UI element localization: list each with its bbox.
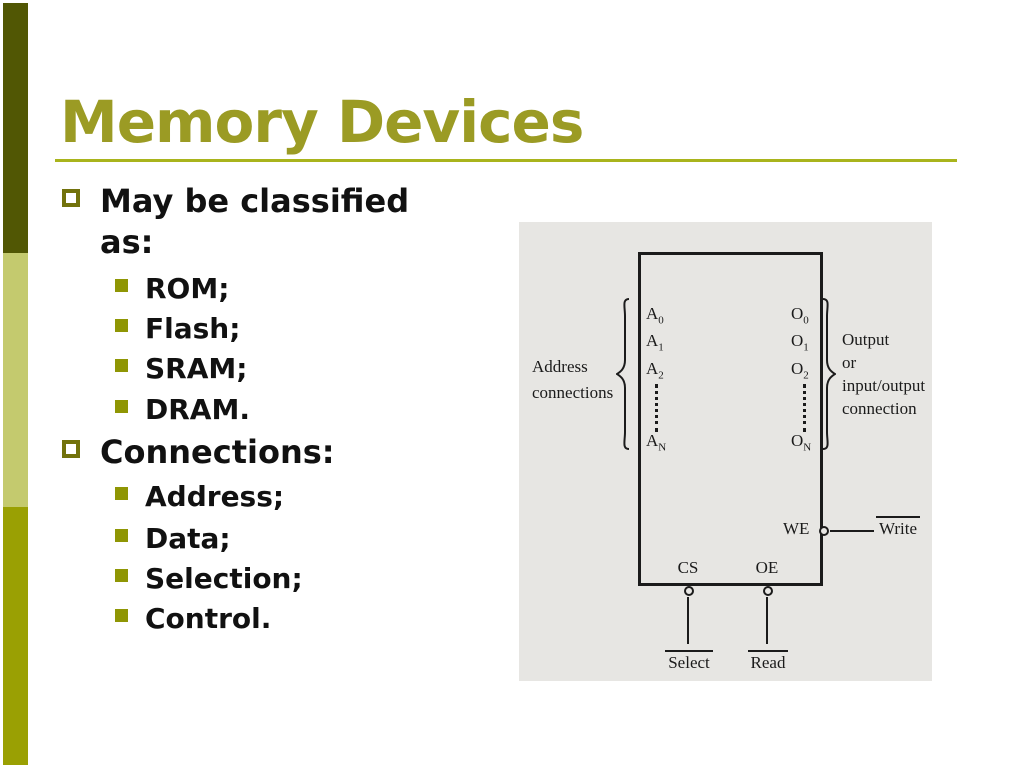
pin-o0: O0 (791, 304, 809, 327)
list-item: SRAM; (115, 352, 495, 386)
write-wire (830, 530, 874, 532)
we-pin-circle-icon (819, 526, 829, 536)
bullet-square-icon (115, 529, 128, 542)
left-accent-bar-medium (3, 507, 28, 765)
cs-pin-circle-icon (684, 586, 694, 596)
bullet-square-outline-icon (62, 440, 80, 458)
write-text: Write (876, 516, 921, 539)
pin-base: O (791, 304, 804, 323)
left-brace-icon (616, 298, 630, 450)
list-item-label: ROM; (145, 272, 230, 305)
select-text: Select (665, 650, 713, 673)
list-item: Control. (115, 602, 495, 636)
caption-line: connection (842, 399, 917, 418)
list-item-label: Flash; (145, 312, 241, 345)
pin-on: ON (791, 431, 812, 454)
pin-a2: A2 (646, 359, 664, 382)
read-text: Read (747, 650, 789, 673)
bullet-square-icon (115, 359, 128, 372)
caption-line: connections (532, 383, 614, 402)
pin-a0: A0 (646, 304, 664, 327)
list-item-label: Connections: (100, 433, 335, 471)
caption-line: Address (532, 357, 588, 376)
pin-o2: O2 (791, 359, 809, 382)
output-connection-caption: Output or input/output connection (842, 328, 925, 420)
select-signal-label: Select (650, 650, 728, 673)
list-item-label: Selection; (145, 562, 303, 595)
list-item: Flash; (115, 312, 495, 346)
bullet-square-icon (115, 400, 128, 413)
list-item-label: Control. (145, 602, 272, 635)
right-brace-icon (822, 298, 836, 450)
list-item: Data; (115, 522, 495, 556)
pin-an: AN (646, 431, 667, 454)
bullet-square-icon (115, 487, 128, 500)
list-item-label: Address; (145, 480, 285, 513)
pin-base: A (646, 331, 659, 350)
pin-sub: 0 (658, 314, 664, 327)
list-item: Connections: (62, 432, 482, 473)
pin-base: O (791, 359, 804, 378)
cs-wire (687, 597, 689, 644)
bullet-square-icon (115, 279, 128, 292)
list-item: DRAM. (115, 393, 495, 427)
read-signal-label: Read (731, 650, 805, 673)
address-connections-caption: Address connections (532, 354, 613, 406)
caption-line: input/output (842, 376, 926, 395)
bullet-square-icon (115, 319, 128, 332)
pin-sub: 2 (658, 369, 664, 382)
oe-wire (766, 597, 768, 644)
list-item-label: SRAM; (145, 352, 248, 385)
list-item: May be classified as: (62, 181, 482, 263)
ellipsis-dots-icon (803, 384, 806, 432)
bullet-square-icon (115, 609, 128, 622)
list-item: Selection; (115, 562, 495, 596)
cs-pin-label: CS (677, 558, 699, 577)
pin-o1: O1 (791, 331, 809, 354)
left-accent-bar-light (3, 253, 28, 507)
pin-base: O (791, 431, 804, 450)
slide-title: Memory Devices (60, 88, 584, 156)
pin-base: A (646, 431, 659, 450)
pin-sub: 2 (803, 369, 809, 382)
memory-chip-figure: A0 A1 A2 AN O0 O1 O2 ON (519, 222, 932, 681)
bullet-square-icon (115, 569, 128, 582)
pin-base: O (791, 331, 804, 350)
chip-outline (638, 252, 823, 586)
list-item-label: DRAM. (145, 393, 250, 426)
left-accent-bar-dark (3, 3, 28, 253)
we-pin-label: WE (783, 519, 810, 538)
list-item-label: Data; (145, 522, 231, 555)
pin-sub: 1 (658, 341, 664, 354)
oe-pin-circle-icon (763, 586, 773, 596)
title-underline (55, 159, 957, 162)
oe-pin-label: OE (755, 558, 779, 577)
pin-sub: N (803, 441, 812, 454)
pin-sub: 1 (803, 341, 809, 354)
list-item: ROM; (115, 272, 495, 306)
list-item: Address; (115, 480, 495, 514)
bullet-square-outline-icon (62, 189, 80, 207)
write-signal-label: Write (876, 516, 921, 539)
pin-a1: A1 (646, 331, 664, 354)
list-item-label: May be classified as: (100, 182, 410, 261)
caption-line: or (842, 353, 857, 372)
pin-sub: N (658, 441, 667, 454)
pin-sub: 0 (803, 314, 809, 327)
pin-base: A (646, 359, 659, 378)
pin-base: A (646, 304, 659, 323)
ellipsis-dots-icon (655, 384, 658, 432)
caption-line: Output (842, 330, 890, 349)
